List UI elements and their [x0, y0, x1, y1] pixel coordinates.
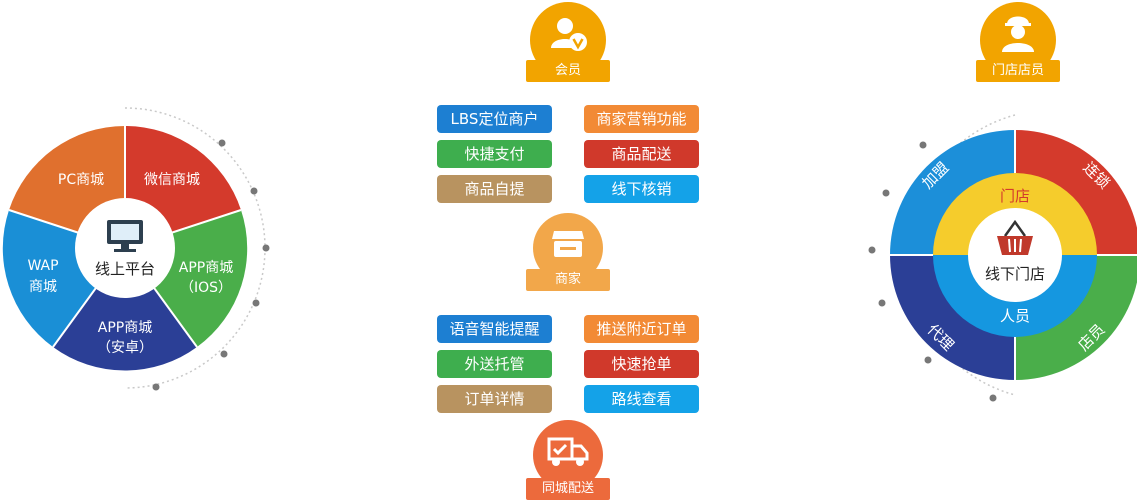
online-platform-wheel: 线上平台 PC商城 微信商城 APP商城 （IOS） APP商城 （安卓） WA… — [2, 107, 270, 391]
store-staff-label: 门店店员 — [976, 60, 1060, 82]
member-icon — [551, 18, 587, 51]
left-arc-dot — [152, 383, 160, 391]
tag-push-nearby[interactable]: 推送附近订单 — [584, 315, 699, 343]
right-arc-dot — [882, 189, 890, 197]
inner-label-store: 门店 — [1000, 187, 1030, 205]
label-app-android: APP商城 — [98, 320, 152, 336]
merchant-badge: 商家 — [526, 213, 610, 291]
right-arc-dot — [924, 356, 932, 364]
tag-lbs-locate[interactable]: LBS定位商户 — [437, 105, 552, 133]
left-arc-dot — [220, 350, 228, 358]
delivery-label: 同城配送 — [526, 478, 610, 500]
right-arc-dot — [919, 141, 927, 149]
tag-delivery-hosting[interactable]: 外送托管 — [437, 350, 552, 378]
offline-store-wheel: 线下门店 门店 人员 加盟 连锁 代理 店员 — [868, 114, 1137, 402]
monitor-icon — [107, 220, 143, 252]
member-label: 会员 — [526, 60, 610, 82]
left-arc-dot — [250, 187, 258, 195]
left-arc-dot — [252, 299, 260, 307]
label-app-android-sub: （安卓） — [97, 340, 153, 356]
store-staff-badge: 门店店员 — [976, 2, 1060, 82]
label-wap-mall: 商城 — [29, 279, 57, 295]
tag-quick-pay[interactable]: 快捷支付 — [437, 140, 552, 168]
tag-offline-verify[interactable]: 线下核销 — [584, 175, 699, 203]
label-app-ios: APP商城 — [179, 260, 233, 276]
shop-icon — [552, 231, 584, 257]
left-decorative-arc — [124, 107, 266, 389]
label-app-ios-sub: （IOS） — [180, 280, 232, 296]
right-decorative-arc — [906, 114, 1016, 396]
label-wechat-mall: 微信商城 — [144, 172, 200, 188]
tag-voice-alert[interactable]: 语音智能提醒 — [437, 315, 552, 343]
tag-self-pickup[interactable]: 商品自提 — [437, 175, 552, 203]
offline-center-label: 线下门店 — [985, 265, 1045, 283]
left-arc-dot — [218, 139, 226, 147]
right-arc-dot — [989, 394, 997, 402]
segment-app-android[interactable] — [53, 248, 197, 371]
tag-order-detail[interactable]: 订单详情 — [437, 385, 552, 413]
member-badge: 会员 — [526, 2, 610, 82]
online-center-label: 线上平台 — [95, 260, 155, 278]
basket-icon — [997, 219, 1033, 255]
label-pc-mall: PC商城 — [58, 172, 104, 188]
merchant-label: 商家 — [526, 269, 610, 291]
tag-route-view[interactable]: 路线查看 — [584, 385, 699, 413]
inner-label-people: 人员 — [1000, 307, 1030, 325]
tag-goods-delivery[interactable]: 商品配送 — [584, 140, 699, 168]
delivery-badge: 同城配送 — [526, 420, 610, 500]
staff-icon — [1002, 16, 1034, 52]
tag-merchant-marketing[interactable]: 商家营销功能 — [584, 105, 699, 133]
label-wap: WAP — [27, 258, 58, 274]
right-arc-dot — [868, 246, 876, 254]
tag-quick-grab[interactable]: 快速抢单 — [584, 350, 699, 378]
left-arc-dot — [262, 244, 270, 252]
truck-icon — [547, 437, 589, 466]
right-arc-dot — [878, 299, 886, 307]
